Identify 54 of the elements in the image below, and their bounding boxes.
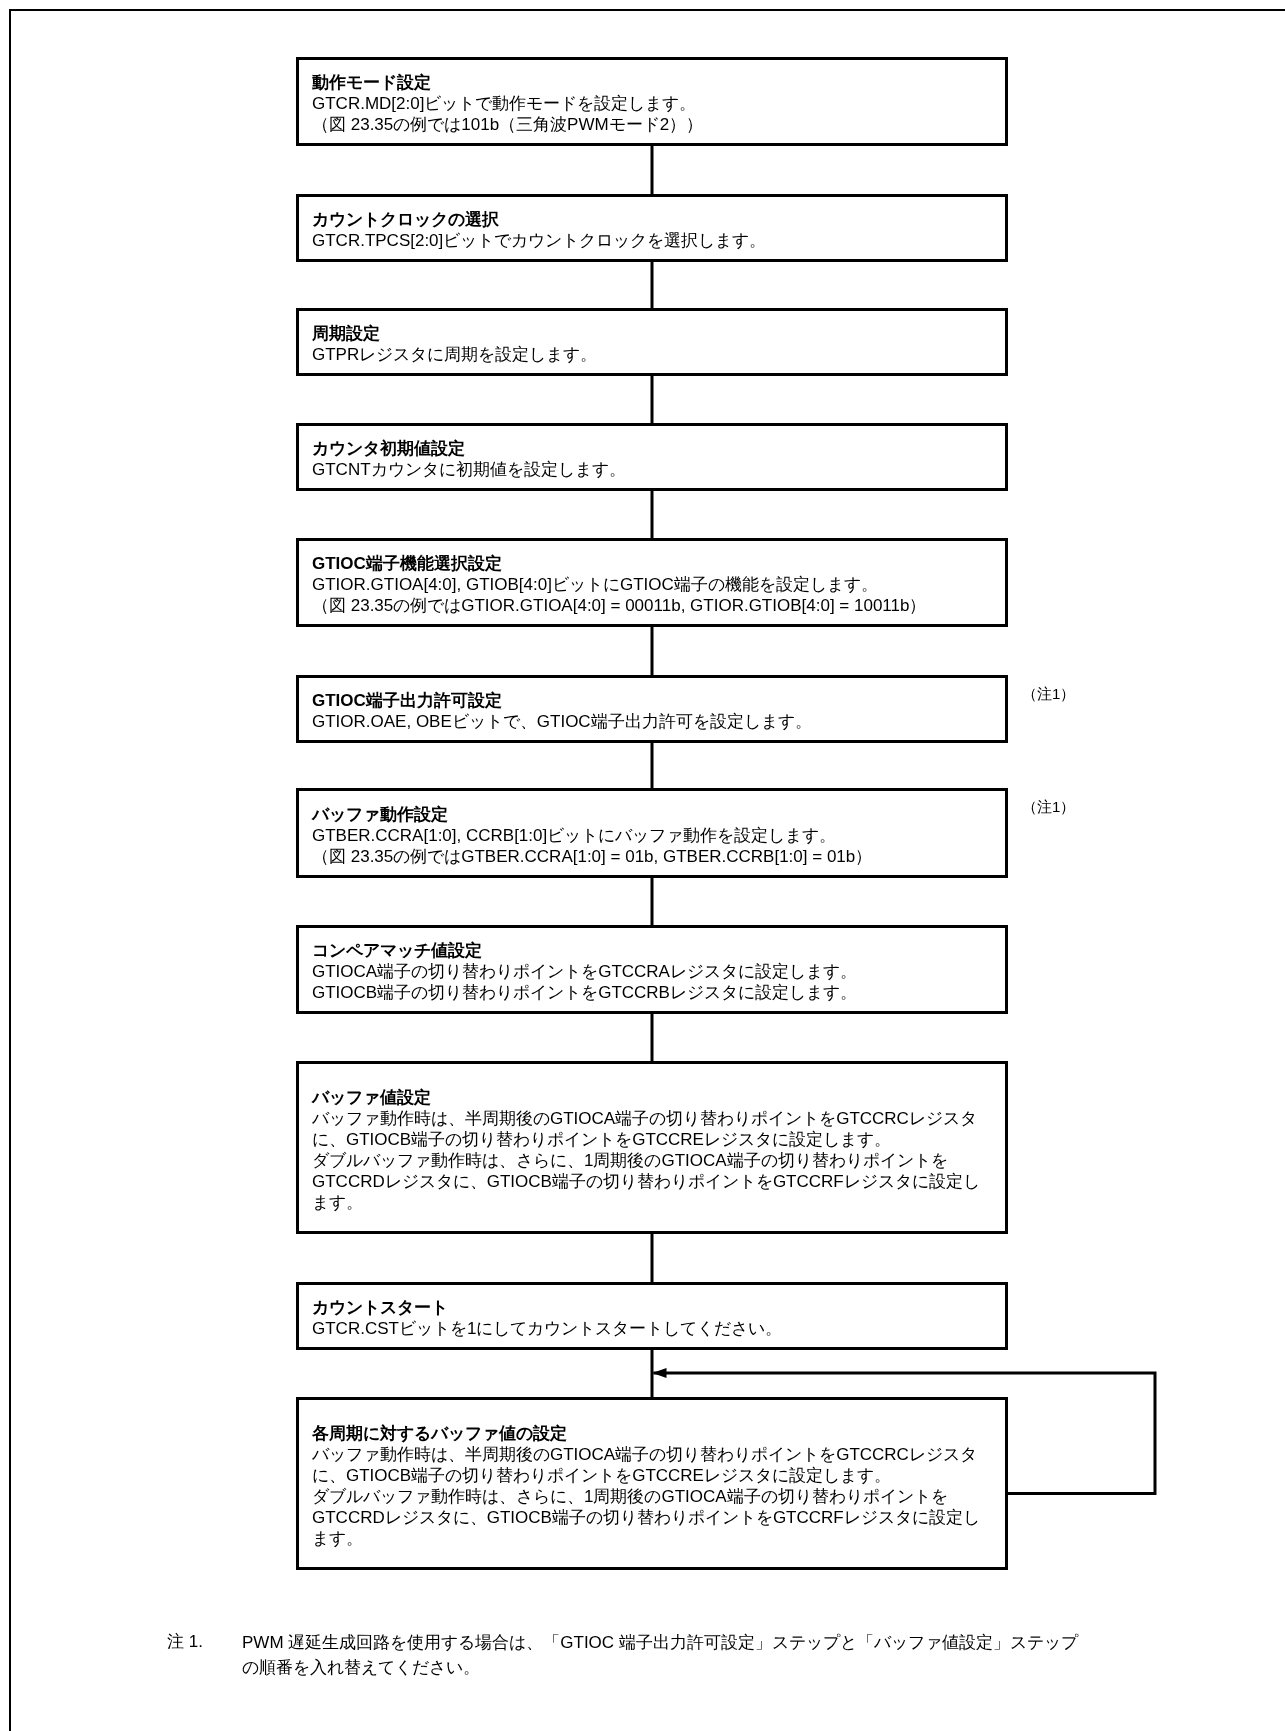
process-box xyxy=(296,538,1008,627)
connector-line xyxy=(650,146,654,194)
connector-line xyxy=(650,1234,654,1282)
step-description: GTIOR.GTIOA[4:0], GTIOB[4:0]ビットにGTIOC端子の機能を設定します。 xyxy=(312,574,879,595)
step-description: （図 23.35の例では101b（三角波PWMモード2）） xyxy=(312,114,705,135)
note-reference: （注1） xyxy=(1022,798,1076,817)
step-description: GTBER.CCRA[1:0], CCRB[1:0]ビットにバッファ動作を設定します。 xyxy=(312,824,838,846)
connector-line xyxy=(650,1350,654,1397)
process-box xyxy=(296,675,1008,743)
connector-line xyxy=(650,878,654,925)
step-description: （図 23.35の例ではGTIOR.GTIOA[4:0] = 00011b, GTIOR.GTIOB[4:0] = 10011b） xyxy=(312,595,928,616)
process-box xyxy=(296,308,1008,376)
connector-line xyxy=(650,376,654,423)
step-description: ダブルバッファ動作時は、さらに、1周期後のGTIOCA端子の切り替わりポイントをGTCCRDレジスタに、GTIOCB端子の切り替わりポイントをGTCCRFレジスタに設定します。 xyxy=(312,1485,981,1549)
step-description: ダブルバッファ動作時は、さらに、1周期後のGTIOCA端子の切り替わりポイントをGTCCRDレジスタに、GTIOCB端子の切り替わりポイントをGTCCRFレジスタに設定します。 xyxy=(312,1149,981,1213)
step-title: 動作モード設定 xyxy=(312,72,432,93)
step-title: GTIOC端子機能選択設定 xyxy=(312,553,503,574)
step-description: バッファ動作時は、半周期後のGTIOCA端子の切り替わりポイントをGTCCRCレジスタに、GTIOCB端子の切り替わりポイントをGTCCREレジスタに設定します。 xyxy=(312,1443,978,1486)
step-title: GTIOC端子出力許可設定 xyxy=(312,690,503,711)
step-title: カウントクロックの選択 xyxy=(312,209,500,230)
connector-line xyxy=(650,1014,654,1061)
step-title: 各周期に対するバッファ値の設定 xyxy=(312,1422,568,1444)
process-box xyxy=(296,194,1008,262)
step-description: GTCR.TPCS[2:0]ビットでカウントクロックを選択します。 xyxy=(312,230,768,251)
step-description: GTIOCA端子の切り替わりポイントをGTCCRAレジスタに設定します。 xyxy=(312,961,858,982)
note-text: PWM 遅延生成回路を使用する場合は、「GTIOC 端子出力許可設定」ステップと「バッファ値設定」ステップの順番を入れ替えてください。 xyxy=(242,1632,1080,1679)
step-title: バッファ動作設定 xyxy=(312,803,449,825)
step-description: GTCR.MD[2:0]ビットで動作モードを設定します。 xyxy=(312,93,698,114)
process-box xyxy=(296,788,1008,878)
step-description: GTPRレジスタに周期を設定します。 xyxy=(312,344,599,365)
step-title: 周期設定 xyxy=(312,323,381,344)
step-description: （図 23.35の例ではGTBER.CCRA[1:0] = 01b, GTBER.CCRB[1:0] = 01b） xyxy=(312,845,874,867)
note-reference: （注1） xyxy=(1022,685,1076,704)
note-number: 注 1. xyxy=(167,1631,203,1653)
step-description: GTIOCB端子の切り替わりポイントをGTCCRBレジスタに設定します。 xyxy=(312,982,858,1003)
connector-line xyxy=(650,491,654,538)
step-title: コンペアマッチ値設定 xyxy=(312,940,483,961)
arrow xyxy=(652,1368,1157,1495)
connector-line xyxy=(650,262,654,308)
step-title: カウンタ初期値設定 xyxy=(312,438,466,459)
process-box xyxy=(296,1061,1008,1234)
step-description: バッファ動作時は、半周期後のGTIOCA端子の切り替わりポイントをGTCCRCレジスタに、GTIOCB端子の切り替わりポイントをGTCCREレジスタに設定します。 xyxy=(312,1107,978,1150)
process-box xyxy=(296,1282,1008,1350)
step-description: GTCNTカウンタに初期値を設定します。 xyxy=(312,459,627,480)
process-box xyxy=(296,925,1008,1014)
step-description: GTCR.CSTビットを1にしてカウントスタートしてください。 xyxy=(312,1318,784,1339)
process-box xyxy=(296,1397,1008,1570)
process-box xyxy=(296,57,1008,146)
step-title: バッファ値設定 xyxy=(312,1086,432,1108)
process-box xyxy=(296,423,1008,491)
connector-line xyxy=(650,743,654,788)
connector-line xyxy=(650,627,654,675)
step-title: カウントスタート xyxy=(312,1297,449,1318)
step-description: GTIOR.OAE, OBEビットで、GTIOC端子出力許可を設定します。 xyxy=(312,711,813,732)
